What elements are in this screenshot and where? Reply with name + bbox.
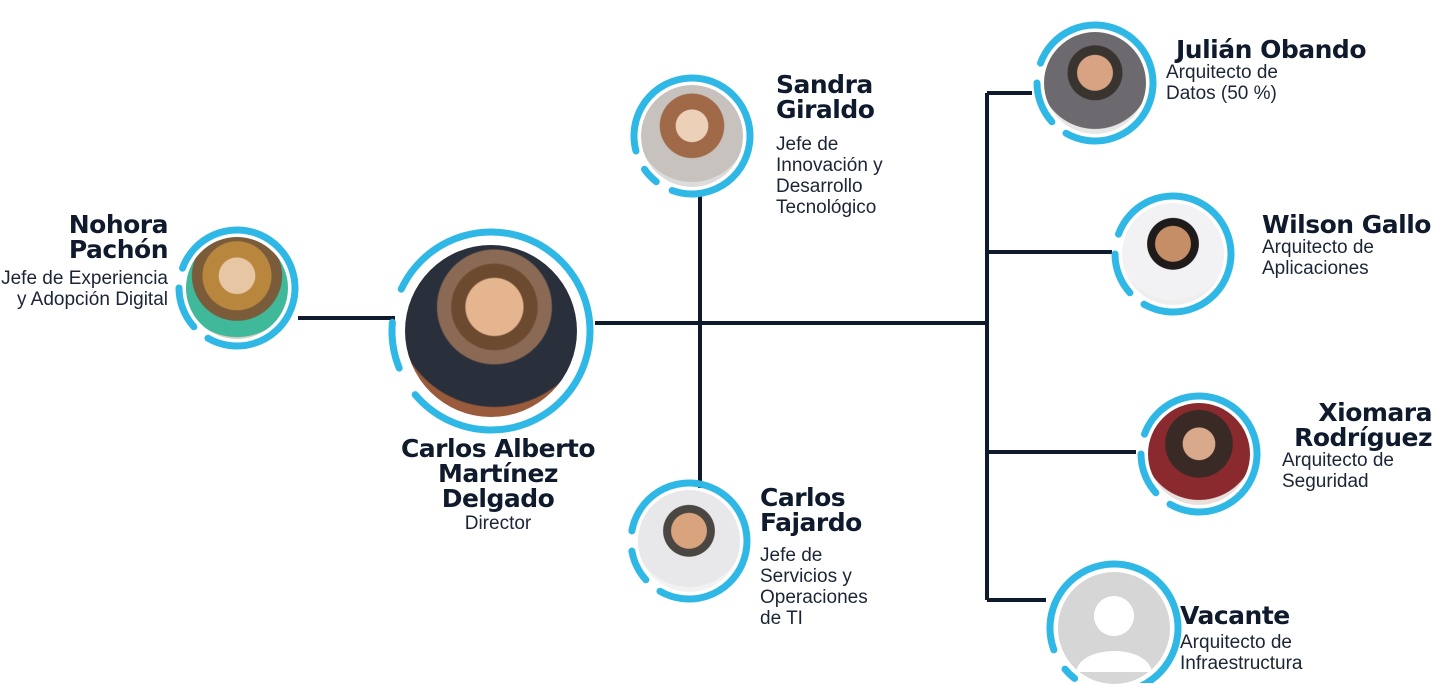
director-card: Carlos Alberto Martínez Delgado Director <box>378 436 618 534</box>
person-nohora: Nohora Pachón Jefe de Experiencia y Adop… <box>0 212 168 310</box>
avatar-xiomara <box>1148 403 1250 505</box>
person-name: Xiomara Rodríguez <box>1294 398 1432 452</box>
ring-nohora <box>178 226 299 350</box>
ring-vacante-segment <box>1061 665 1079 682</box>
person-julian: Julián Obando Arquitecto de Datos (50 %) <box>1166 37 1406 104</box>
person-role: Arquitecto de Infraestructura <box>1180 632 1303 674</box>
person-placeholder-icon <box>1076 596 1152 672</box>
ring-carlos-fajardo <box>628 479 751 603</box>
ring-sandra-segment <box>640 165 660 186</box>
ring-wilson-segment <box>1111 250 1134 297</box>
person-name: Carlos Fajardo <box>760 483 862 537</box>
person-xiomara: Xiomara Rodríguez Arquitecto de Segurida… <box>1282 398 1433 492</box>
ring-nohora-segment <box>175 284 198 331</box>
person-name: Wilson Gallo <box>1262 210 1431 239</box>
person-role: Jefe de Experiencia y Adopción Digital <box>1 268 168 310</box>
avatar-nohora <box>186 237 288 339</box>
ring-julian-segment <box>1033 79 1056 126</box>
director-name: Carlos Alberto Martínez Delgado <box>400 434 596 513</box>
avatar-director <box>405 245 577 417</box>
avatar-carlos-fajardo <box>638 490 740 592</box>
ring-director-segment <box>388 318 403 372</box>
director-role: Director <box>464 513 532 534</box>
avatar-vacante <box>1058 572 1170 684</box>
ring-sandra <box>630 74 754 198</box>
ring-julian <box>1037 21 1157 145</box>
person-role: Arquitecto de Aplicaciones <box>1262 237 1374 279</box>
ring-xiomara <box>1141 392 1261 516</box>
connector-lines <box>298 91 1136 602</box>
person-vacante: Vacante Arquitecto de Infraestructura <box>1180 603 1350 674</box>
ring-vacante <box>1046 560 1182 683</box>
person-role: Arquitecto de Seguridad <box>1282 450 1394 492</box>
avatar-julian <box>1044 32 1146 134</box>
avatar-sandra <box>641 85 743 187</box>
person-name: Vacante <box>1180 601 1290 630</box>
avatar-rings <box>175 21 1261 683</box>
ring-director <box>397 228 594 434</box>
person-role: Arquitecto de Datos (50 %) <box>1166 62 1278 104</box>
person-role: Jefe de Innovación y Desarrollo Tecnológ… <box>776 134 883 218</box>
ring-carlos-fajardo-segment <box>628 547 650 584</box>
person-role: Jefe de Servicios y Operaciones de TI <box>760 545 868 629</box>
ring-wilson <box>1115 192 1235 316</box>
person-name: Sandra Giraldo <box>776 70 875 124</box>
person-sandra: Sandra Giraldo Jefe de Innovación y Desa… <box>776 72 916 218</box>
avatar-wilson <box>1122 203 1224 305</box>
person-carlos-fajardo: Carlos Fajardo Jefe de Servicios y Opera… <box>760 485 890 629</box>
person-name: Nohora Pachón <box>68 210 169 264</box>
person-wilson: Wilson Gallo Arquitecto de Aplicaciones <box>1262 212 1433 279</box>
ring-xiomara-segment <box>1137 450 1160 497</box>
person-name: Julián Obando <box>1176 35 1367 64</box>
